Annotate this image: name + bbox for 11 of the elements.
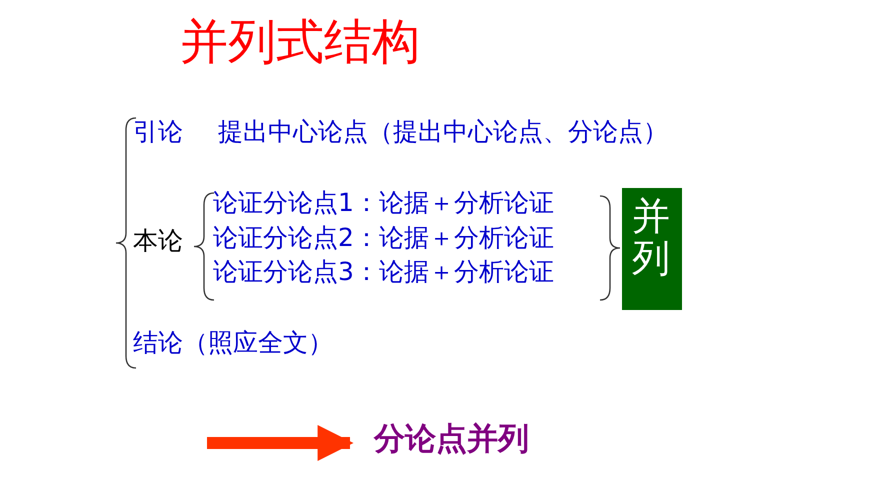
label-box: 并列 bbox=[622, 188, 682, 310]
label-text: 提出中心论点（提出中心论点、分论点） bbox=[218, 117, 668, 147]
arrow bbox=[207, 425, 354, 461]
conclusion-text: 分论点并列 bbox=[372, 420, 592, 458]
label-text: 本论 bbox=[133, 226, 183, 256]
title: 并列式结构 bbox=[180, 13, 420, 72]
label-text: 论证分论点2：论据＋分析论证 bbox=[213, 223, 554, 253]
label-text: 论证分论点3：论据＋分析论证 bbox=[213, 257, 554, 287]
label-text: 结论（照应全文） bbox=[133, 328, 333, 358]
label-text: 引论 bbox=[133, 117, 183, 147]
label-text: 论证分论点1：论据＋分析论证 bbox=[213, 188, 554, 218]
